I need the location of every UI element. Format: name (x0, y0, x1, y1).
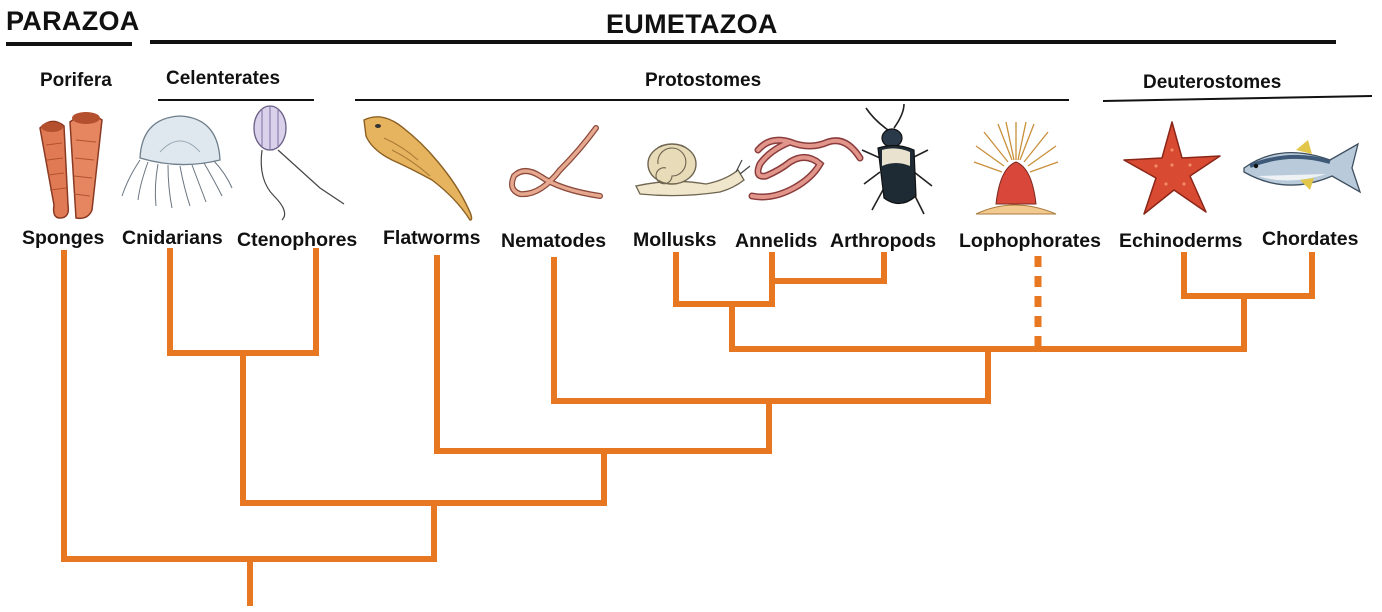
parazoa-rule (6, 42, 132, 46)
protostomes-label: Protostomes (645, 70, 762, 91)
branch-celenterates (167, 248, 319, 356)
branch-flatworms (434, 255, 772, 454)
flatworm-icon (363, 116, 473, 221)
taxon-label-annelids: Annelids (735, 230, 818, 252)
deuterostomes-rule (1102, 95, 1373, 102)
branch-deuterostomes (1181, 252, 1315, 299)
protostomes-rule (355, 99, 1069, 101)
branch-mollusks-annelids (673, 252, 775, 307)
parazoa-header: PARAZOA (6, 6, 140, 36)
lophophore-icon (973, 121, 1059, 215)
fish-icon (1243, 140, 1362, 194)
beetle-icon (861, 103, 933, 215)
snail-icon (635, 143, 751, 197)
porifera-label: Porifera (40, 70, 112, 91)
eumetazoa-rule (150, 40, 1336, 44)
taxon-label-arthropods: Arthropods (830, 230, 937, 252)
taxon-label-ctenophores: Ctenophores (237, 229, 358, 251)
branch-metazoa (61, 250, 437, 562)
taxon-label-lophophorates: Lophophorates (959, 230, 1101, 252)
deuterostomes-label: Deuterostomes (1143, 72, 1282, 93)
taxon-label-cnidarians: Cnidarians (122, 227, 223, 249)
jellyfish-icon (121, 115, 233, 209)
branch-annelids-arthropods (769, 252, 887, 284)
taxon-label-sponges: Sponges (22, 227, 105, 249)
taxon-label-chordates: Chordates (1262, 228, 1359, 250)
taxon-label-flatworms: Flatworms (383, 227, 481, 249)
taxon-label-mollusks: Mollusks (633, 229, 717, 251)
roundworm-icon (509, 125, 603, 199)
sponge-icon (39, 112, 103, 220)
comb-jelly-icon (253, 105, 345, 221)
taxon-label-echinoderms: Echinoderms (1119, 230, 1243, 252)
branch-coelomates (729, 293, 1247, 352)
eumetazoa-header: EUMETAZOA (606, 9, 778, 39)
celenterates-label: Celenterates (166, 68, 281, 89)
branch-eumetazoa (240, 350, 607, 506)
celenterates-rule (158, 99, 314, 101)
starfish-icon (1123, 121, 1221, 215)
earthworm-icon (748, 136, 864, 201)
taxon-label-nematodes: Nematodes (501, 230, 607, 252)
